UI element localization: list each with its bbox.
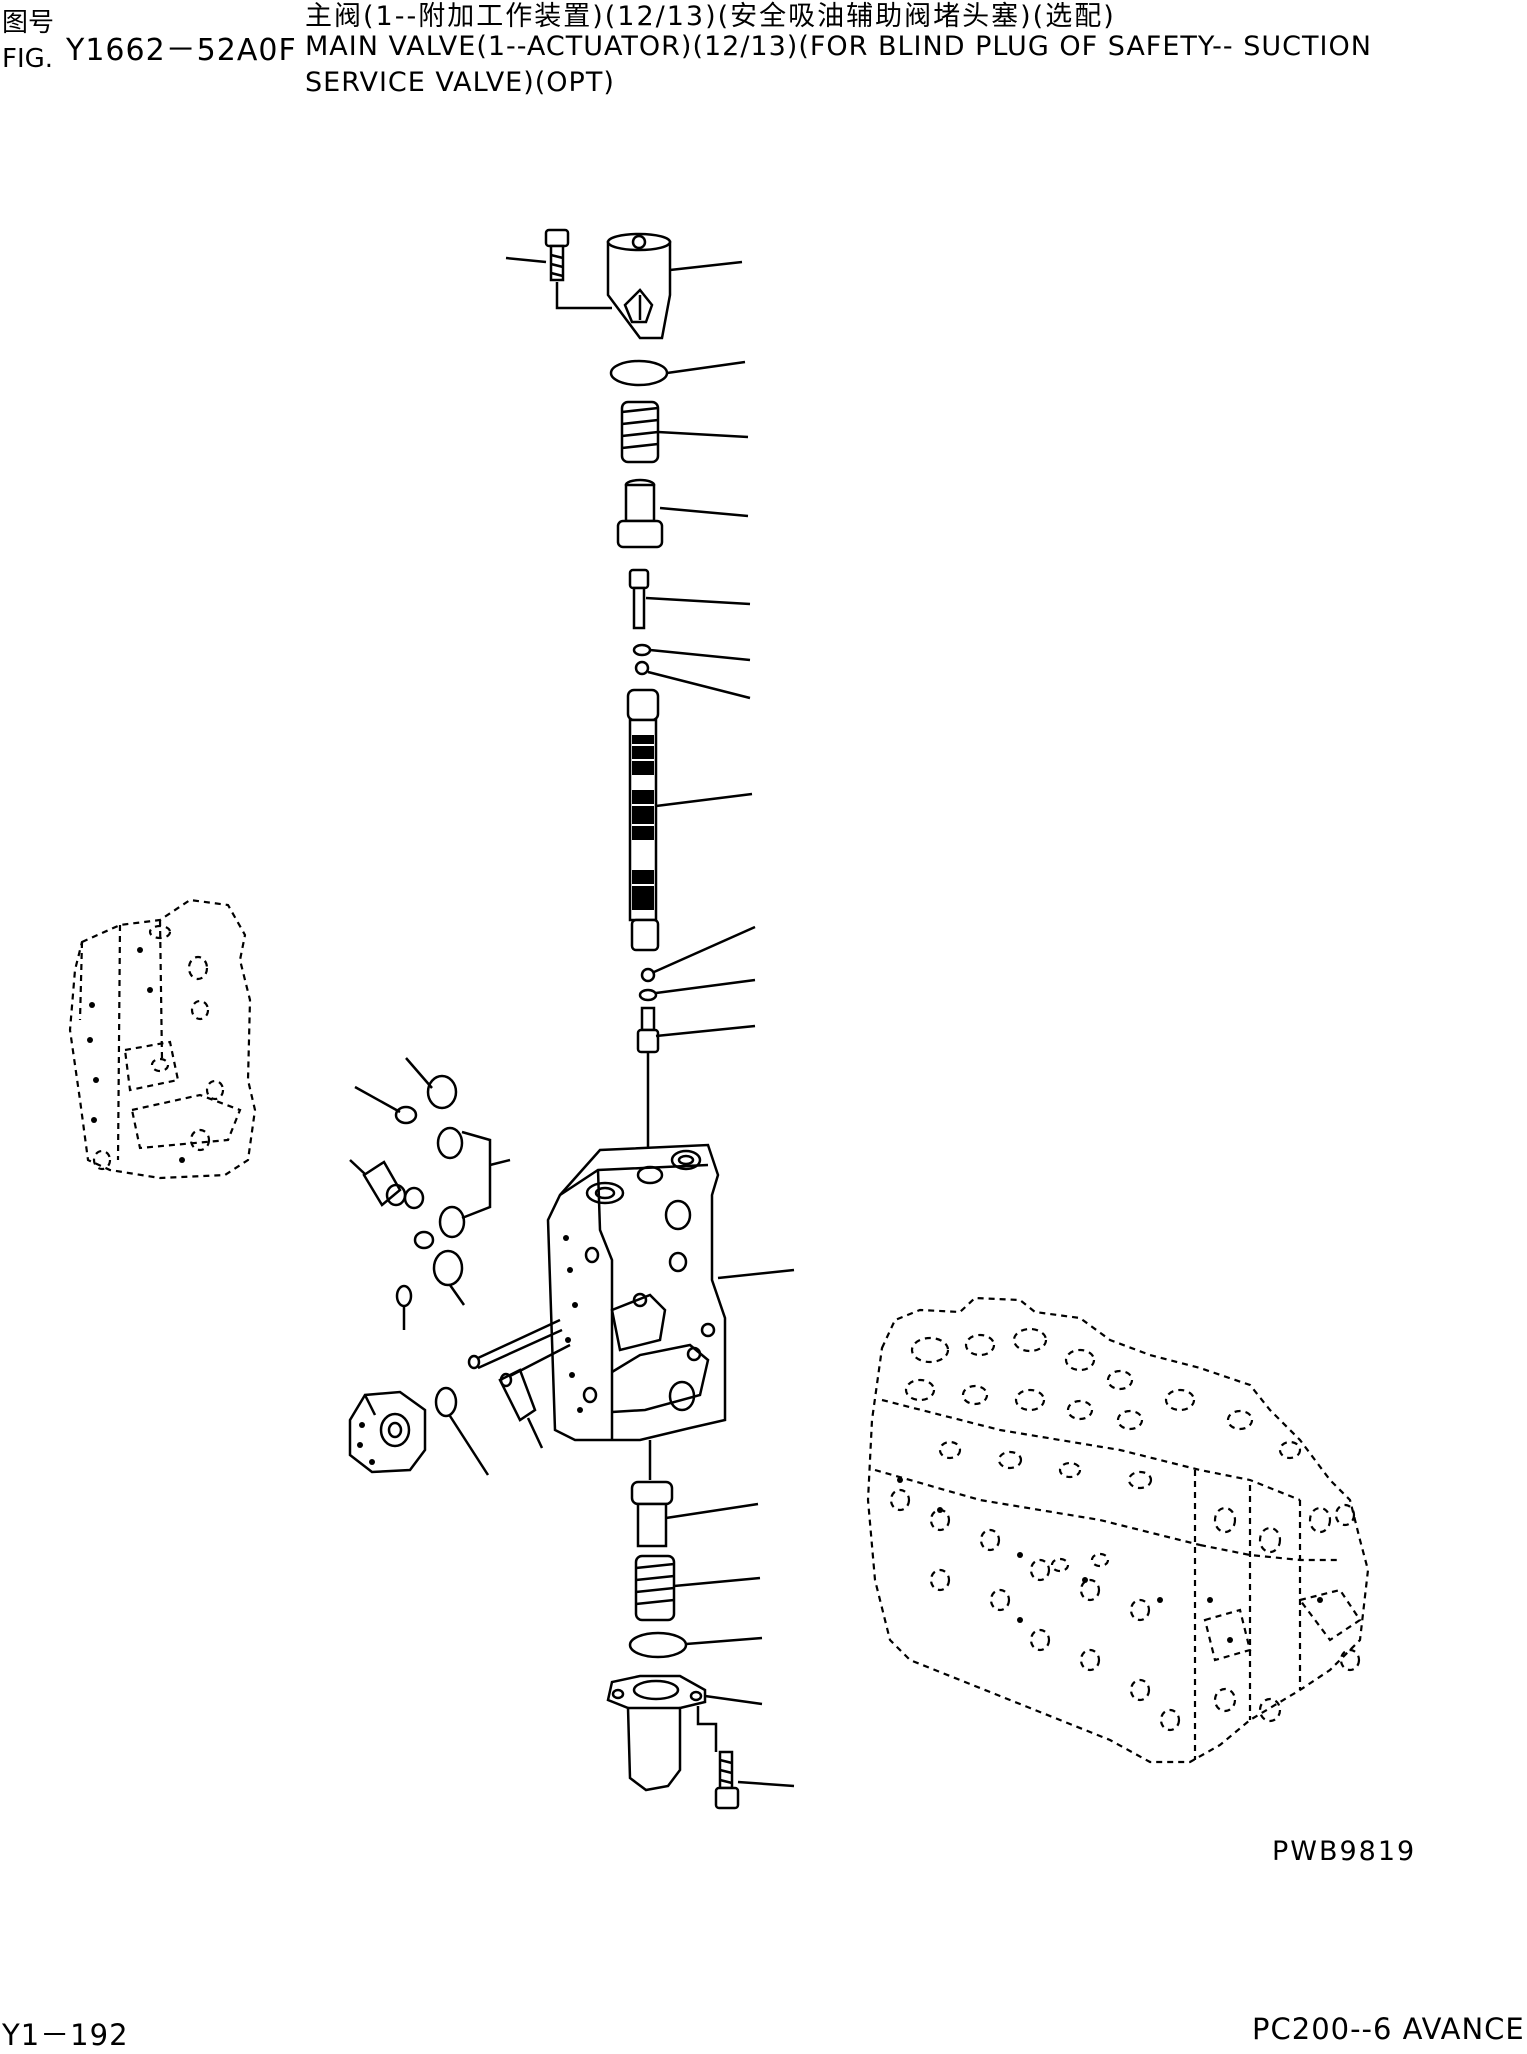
leader-line [655,978,756,995]
figure-label-english: FIG. [2,44,54,74]
leader-line [659,506,749,518]
left-seals [349,1057,511,1330]
leader-line [647,670,751,700]
leader-line [704,1694,763,1706]
context-view-left [68,898,257,1180]
leader-line [657,430,749,439]
spring-bottom [634,1554,676,1622]
o-ring [628,1631,688,1659]
small-o-ring [638,988,658,1002]
piston-top [616,478,664,549]
small-o-ring [632,643,652,657]
drawing-reference-code: PWB9819 [1272,1836,1417,1867]
leader-line [655,1024,756,1038]
dowel-pins [434,1318,571,1476]
machine-model: PC200--6 AVANCE [1252,2012,1525,2046]
leader-line [505,256,547,264]
figure-number: Y1662－52A0F [66,33,297,68]
adjust-screw [628,568,650,630]
piston-bottom [630,1440,674,1548]
main-valve-body [546,1143,727,1442]
spring-top [620,400,660,464]
plug-cap-top [606,232,672,340]
small-ball [640,967,656,983]
valve-stem [626,688,660,952]
leader-line [666,360,746,375]
leader-line [737,1780,795,1788]
leader-line [665,1502,759,1520]
o-ring [609,359,669,387]
leader-line [653,925,756,974]
bottom-bolt [696,1706,740,1810]
leader-line [649,648,751,662]
figure-label-chinese: 图号 [2,8,55,38]
title-chinese: 主阀(1--附加工作装置)(12/13)(安全吸油辅助阀堵头塞)(选配) [305,1,1116,32]
top-bolt [544,228,612,310]
plug-cap-bottom [606,1674,707,1792]
context-view-right [866,1296,1370,1764]
seat-screw [636,1006,660,1072]
small-ball [634,660,650,676]
leader-line [685,1636,763,1646]
title-english-line-2: SERVICE VALVE)(OPT) [305,67,615,98]
small-cover-block [348,1390,427,1474]
leader-line [673,1576,761,1588]
page-number: Y1－192 [2,2018,129,2052]
leader-line [717,1268,795,1280]
title-english-line-1: MAIN VALVE(1--ACTUATOR)(12/13)(FOR BLIND… [305,31,1372,62]
leader-line [645,596,751,606]
leader-line [655,792,753,808]
leader-line [669,260,743,272]
